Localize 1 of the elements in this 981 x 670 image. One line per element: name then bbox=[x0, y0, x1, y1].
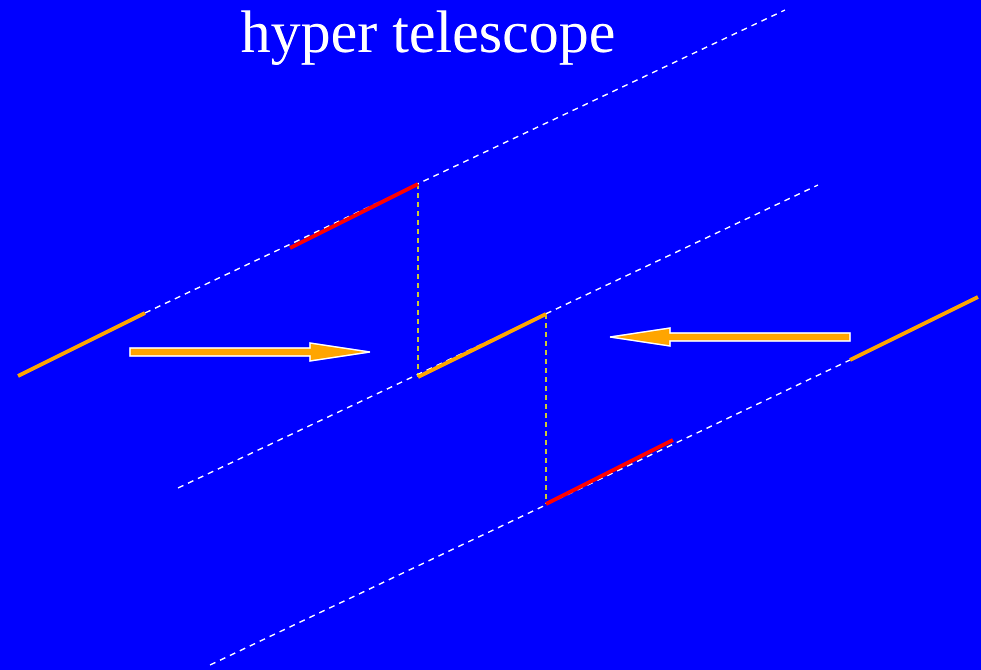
title: hyper telescope bbox=[240, 0, 616, 64]
